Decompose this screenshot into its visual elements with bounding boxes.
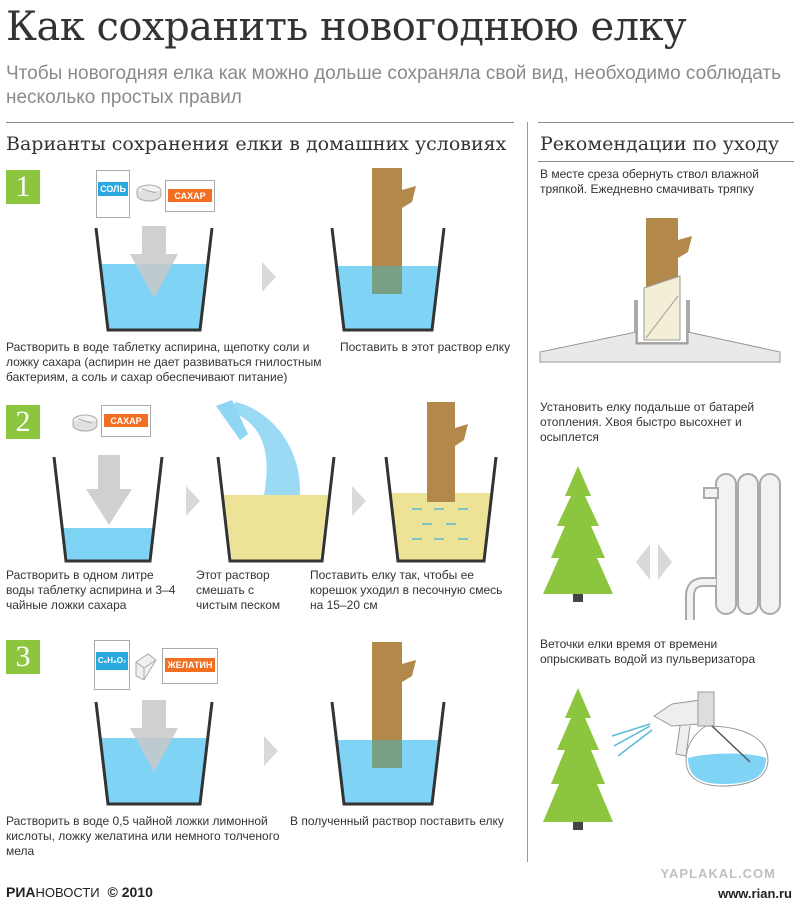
salt-label: СОЛЬ: [100, 184, 126, 194]
page-subtitle: Чтобы новогодняя елка как можно дольше с…: [6, 63, 781, 108]
glass-with-water: [94, 226, 214, 332]
method-number-2: 2: [6, 405, 40, 439]
gelatin-box-icon: [162, 648, 218, 684]
christmas-tree-icon: [543, 688, 613, 830]
arrow-right-icon: [262, 262, 276, 292]
ria-novosti-logo[interactable]: РИАНОВОСТИ © 2010: [6, 884, 153, 900]
method-1-caption-2: Поставить в этот раствор елку: [340, 340, 511, 354]
citric-acid-label: C₆H₈O₇: [97, 656, 127, 665]
divider: [538, 122, 794, 123]
glass-with-tree-in-sand: [384, 402, 498, 563]
logo-part2: НОВОСТИ: [35, 885, 100, 900]
method-2-caption-2: Этот раствор смешать с чистым песком: [196, 568, 281, 612]
aspirin-pill-icon: [72, 414, 98, 432]
method-number-3: 3: [6, 640, 40, 674]
divider: [6, 122, 514, 123]
page-title: Как сохранить новогоднюю елку: [6, 4, 687, 50]
citric-acid-pack-icon: [94, 640, 130, 690]
gelatin-label: ЖЕЛАТИН: [167, 660, 213, 670]
method-3-caption-2: В полученный раствор поставить елку: [290, 814, 504, 828]
column-divider: [527, 122, 528, 862]
method-1-caption-1: Растворить в воде таблетку аспирина, щеп…: [6, 340, 322, 384]
tree-stand-illustration: [539, 218, 781, 363]
christmas-tree-icon: [543, 466, 613, 602]
arrow-right-icon: [352, 486, 366, 516]
salt-pack-icon: [96, 170, 130, 218]
site-link[interactable]: www.rian.ru: [718, 886, 792, 901]
double-arrow-icon: [636, 544, 672, 580]
arrow-right-icon: [264, 736, 278, 766]
sugar-box-icon: [165, 180, 215, 212]
tip-3-text: Веточки елки время от времени опрыскиват…: [540, 637, 756, 666]
right-section-heading: Рекомендации по уходу: [540, 133, 779, 155]
glass-with-water: [94, 700, 214, 806]
sugar-label: САХАР: [174, 191, 206, 201]
spray-bottle-icon: [611, 691, 769, 787]
left-section-heading: Варианты сохранения елки в домашних усло…: [6, 133, 507, 155]
glass-with-sand-mix: [216, 400, 336, 563]
method-3-caption-1: Растворить в воде 0,5 чайной ложки лимон…: [6, 814, 280, 858]
glass-with-tree-trunk: [330, 168, 446, 332]
method-2-caption-1: Растворить в одном литре воды таблетку а…: [6, 568, 176, 612]
watermark: YAPLAKAL.COM: [660, 866, 776, 881]
copyright: © 2010: [107, 884, 153, 900]
tip-1-text: В месте среза обернуть ствол влажной тря…: [540, 167, 759, 196]
chalk-piece-icon: [135, 653, 157, 681]
aspirin-pill-icon: [136, 184, 162, 202]
method-number-1: 1: [6, 170, 40, 204]
arrow-right-icon: [186, 486, 200, 516]
divider: [538, 161, 794, 162]
sugar-box-icon: [101, 405, 151, 437]
glass-with-tree-trunk: [330, 642, 446, 806]
logo-part1: РИА: [6, 884, 36, 900]
radiator-icon: [685, 473, 781, 620]
glass-with-water: [52, 455, 164, 563]
sugar-label: САХАР: [110, 416, 142, 426]
method-2-caption-3: Поставить елку так, чтобы ее корешок ухо…: [310, 568, 503, 612]
tip-2-text: Установить елку подальше от батарей отоп…: [540, 400, 755, 444]
